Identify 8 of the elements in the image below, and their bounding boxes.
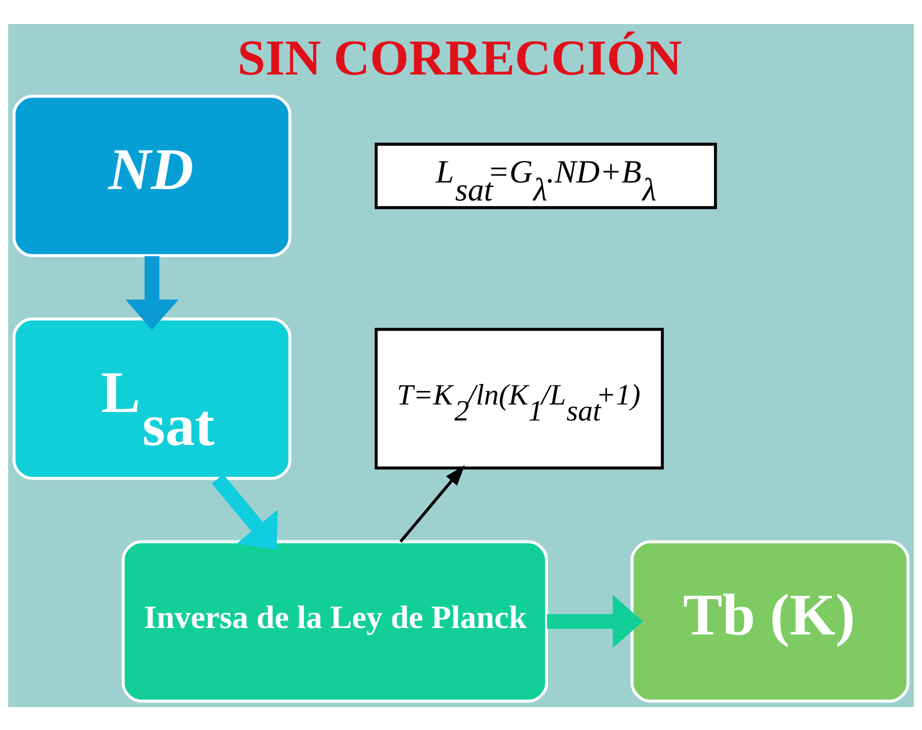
node-box: Tb (K) [630, 540, 910, 702]
node-box: Inversa de la Ley de Planck [122, 540, 548, 702]
arrow [212, 474, 278, 550]
node-box: ND [12, 94, 292, 257]
arrow [399, 464, 465, 542]
arrow [546, 594, 644, 648]
diagram-title: SIN CORRECCIÓN [238, 28, 682, 85]
arrow [125, 256, 179, 330]
